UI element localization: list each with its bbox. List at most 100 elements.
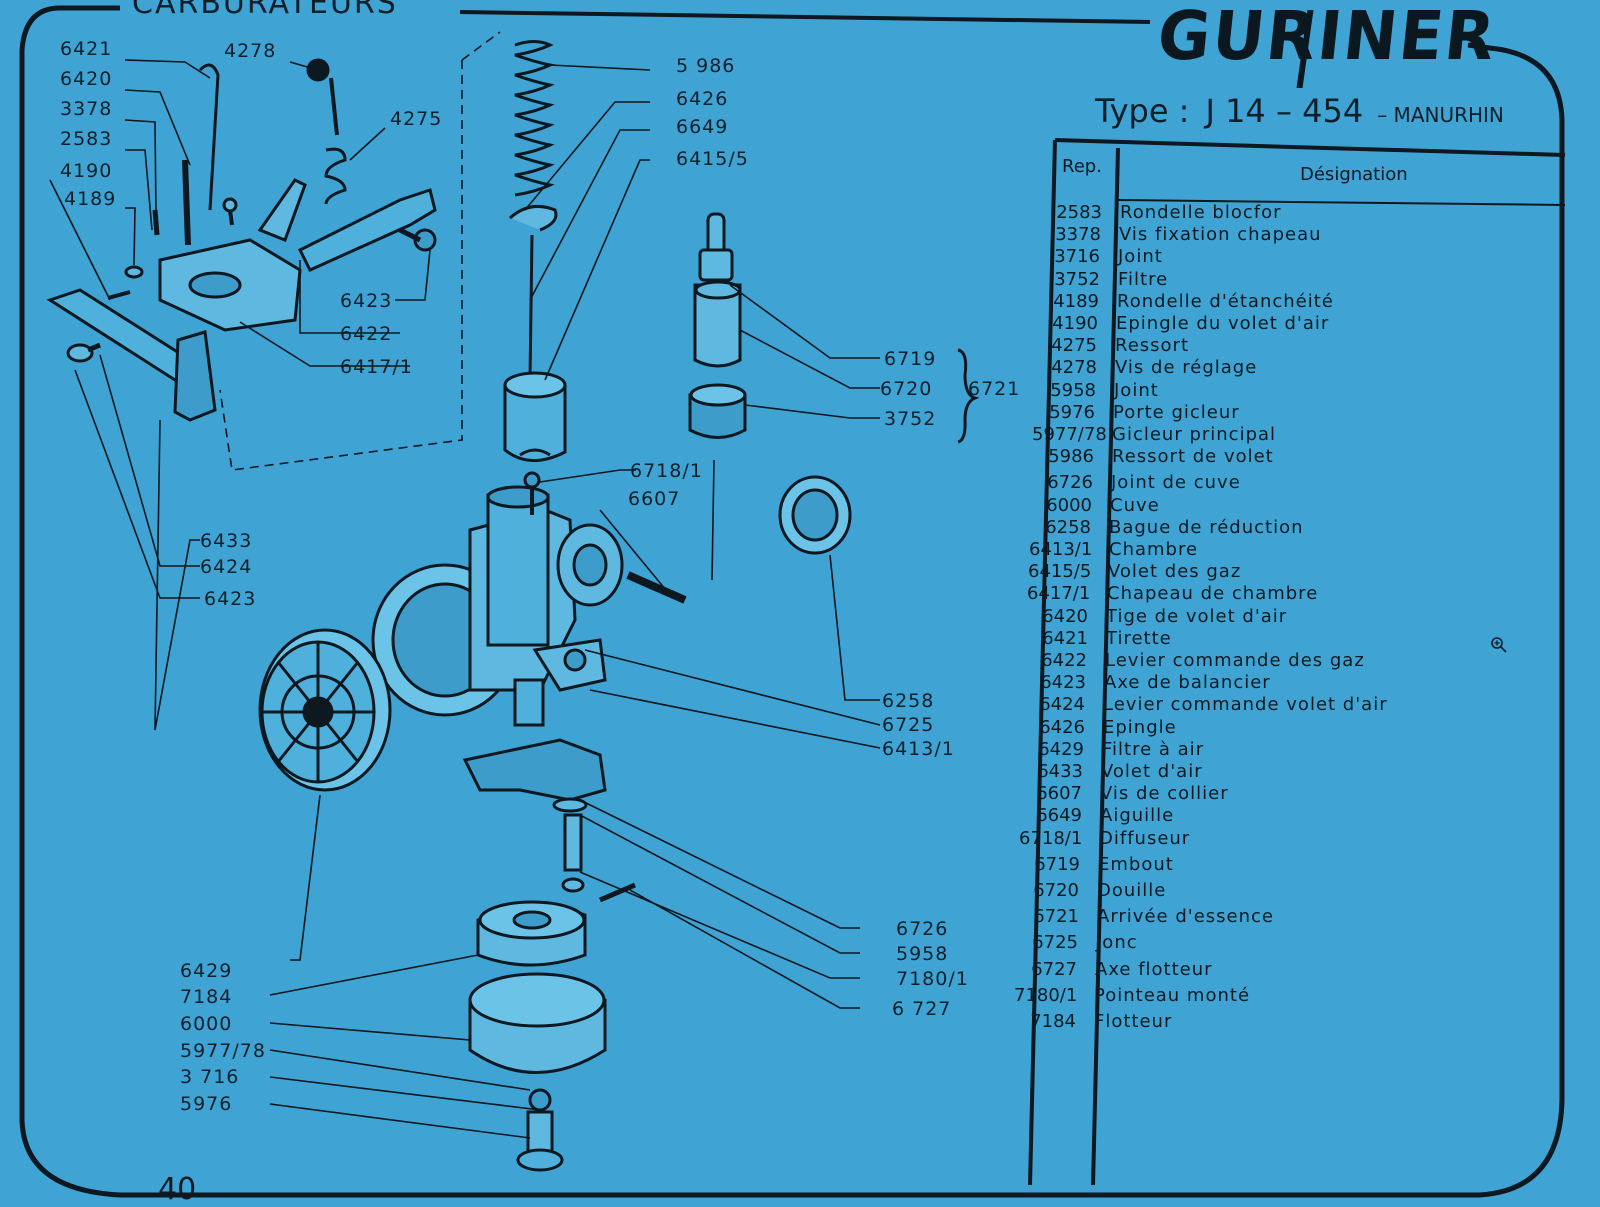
callout: 6426 [676,88,729,110]
part-rep: 6258 [1045,516,1091,538]
part-rep: 6415/5 [1028,561,1092,583]
needle-6649 [528,234,534,381]
part-rep: 6413/1 [1029,539,1093,560]
assembly-outline [219,60,463,471]
callout: 6721 [968,378,1021,400]
table-row: 6433 Volet d'air [1021,761,1521,783]
callout: 6424 [200,556,253,578]
part-rep: 6433 [1037,761,1083,782]
part-designation: Axe flotteur [1095,958,1213,980]
part-rep: 6725 [1032,932,1078,954]
part-designation: Axe de balancier [1104,672,1271,694]
table-row: 3378 Vis fixation chapeau [1039,224,1539,246]
callout: 5977/78 [180,1040,266,1062]
callout: 3 716 [180,1066,240,1088]
type-suffix: – MANURHIN [1377,103,1504,127]
part-rep: 6607 [1036,783,1082,805]
part-rep: 6727 [1031,958,1077,980]
part-designation: Vis de collier [1100,783,1229,805]
callout: 3378 [60,98,113,120]
callout: 3752 [884,408,937,430]
part-designation: Vis de réglage [1115,357,1258,379]
column-header-rep: Rep. [1062,156,1102,177]
part-designation: Joint [1118,246,1163,268]
zoom-in-icon[interactable] [1490,636,1508,658]
callout: 6607 [628,488,681,510]
part-designation: Epingle [1103,716,1177,738]
part-rep: 3378 [1055,224,1101,246]
part-designation: Epingle du volet d'air [1116,313,1330,334]
callout: 6649 [676,116,729,138]
callout: 6725 [882,714,935,736]
type-line: Type :J 14 – 454– MANURHIN [1095,92,1504,130]
part-designation: Levier commande des gaz [1105,650,1365,671]
part-designation: Volet d'air [1101,761,1203,782]
table-row: 6426 Epingle [1023,717,1523,739]
part-rep: 6426 [1039,716,1085,738]
callout: 5976 [180,1093,233,1115]
part-rep: 6649 [1036,805,1082,827]
part-rep: 6718/1 [1019,827,1083,849]
part-designation: Porte gicleur [1113,401,1240,423]
part-designation: Cuve [1110,494,1160,516]
zoom-in-icon-glyph [1491,637,1507,653]
part-rep: 6721 [1033,906,1079,928]
part-rep: 4189 [1053,290,1099,312]
callout: 6000 [180,1013,233,1035]
carburetor-body-6413-1 [371,471,687,727]
callout: 6415/5 [676,148,749,170]
part-rep: 5977/78 [1032,424,1107,445]
callout: 6429 [180,960,233,982]
callout: 6423 [204,588,257,610]
part-rep: 6417/1 [1027,583,1091,605]
part-rep: 6429 [1038,738,1084,760]
part-designation: Gicleur principal [1112,424,1277,445]
callout: 6720 [880,378,933,400]
callout: 4189 [64,188,117,210]
table-row: 6429 Filtre à air [1022,739,1522,761]
part-designation: Flotteur [1094,1011,1173,1032]
part-designation: Vis fixation chapeau [1119,224,1322,246]
part-designation: Diffuseur [1099,827,1191,849]
part-designation: Jonc [1096,932,1138,954]
part-designation: Chapeau de chambre [1107,583,1319,605]
page-frame [19,5,1565,1198]
part-designation: Volet des gaz [1108,561,1242,583]
part-rep: 6421 [1042,627,1088,649]
part-rep: 7184 [1030,1011,1076,1032]
part-designation: Rondelle d'étanchéité [1117,290,1334,312]
callout: 5958 [896,943,949,965]
part-rep: 5976 [1049,401,1095,423]
table-row: 6421 Tirette [1026,628,1526,650]
callout: 6421 [60,38,113,60]
part-rep: 6420 [1042,605,1088,627]
table-row: 6725 Jonc [1016,932,1516,954]
callout: 6420 [60,68,113,90]
callout: 6726 [896,918,949,940]
reduction-ring-6258 [778,475,852,555]
table-row: 6718/1 Diffuseur [1019,828,1519,850]
callout: 6422 [340,323,393,345]
page-number: 40 [158,1172,197,1207]
callout: 6413/1 [882,738,955,760]
air-filter-6429 [258,628,392,792]
float-bowl-assembly [462,738,636,1172]
callout: 4190 [60,160,113,182]
part-rep: 5986 [1048,446,1094,468]
part-designation: Chambre [1109,539,1199,560]
part-designation: Tirette [1106,627,1172,649]
part-designation: Filtre à air [1102,738,1205,760]
table-frame [1028,138,1566,1186]
